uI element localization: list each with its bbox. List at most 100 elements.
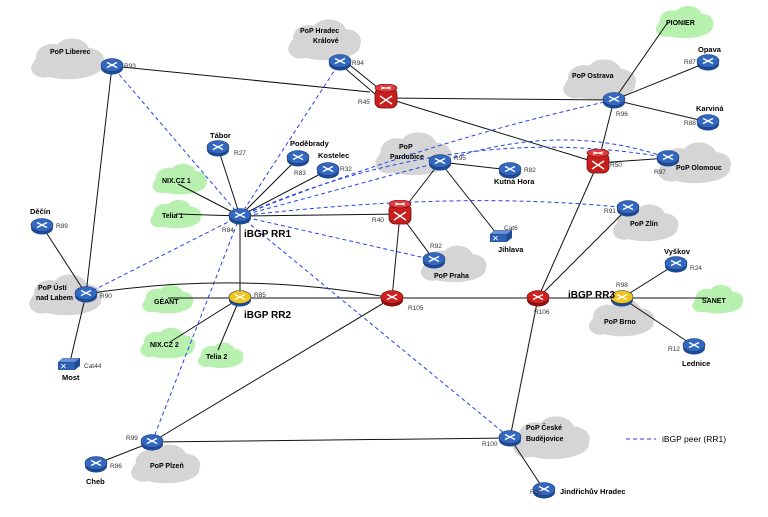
pop-zlin-label: PoP Zlín: [630, 221, 658, 228]
router-r85-rr2[interactable]: [228, 289, 252, 307]
pop-labels: PoP Liberec PoP Hradec Králové PoP Ostra…: [36, 28, 722, 470]
tabor-label: Tábor: [210, 131, 231, 140]
r90-id: R90: [100, 293, 112, 300]
rr1-label: iBGP RR1: [244, 229, 291, 240]
router-r86[interactable]: [84, 455, 108, 473]
ibgp-peer-links: [85, 61, 669, 443]
cat44-id: Cat44: [84, 363, 102, 370]
external-labels: PIONIER NIX.CZ 1 Telia 1 GÉANT NIX.CZ 2 …: [150, 20, 726, 361]
router-r92[interactable]: [422, 251, 446, 269]
cheb-label: Cheb: [86, 477, 105, 486]
r40-id: R40: [372, 217, 384, 224]
pop-liberec-label: PoP Liberec: [50, 49, 90, 56]
router-r12[interactable]: [682, 337, 706, 355]
decin-label: Děčín: [30, 207, 51, 216]
pop-usti-label-2: nad Labem: [36, 295, 73, 302]
nixcz2-label: NIX.CZ 2: [150, 342, 179, 349]
r100-id: R100: [482, 441, 498, 448]
router-r106[interactable]: [526, 289, 550, 307]
pop-hradec-label-2: Králové: [313, 38, 339, 45]
r105-id: R105: [408, 305, 424, 312]
router-r94[interactable]: [328, 53, 352, 71]
legend: iBGP peer (RR1): [626, 434, 726, 444]
pionier-label: PIONIER: [666, 20, 695, 27]
router-r90[interactable]: [74, 285, 98, 303]
pop-cb-label-1: PoP České: [526, 423, 562, 432]
pop-cb-label-2: Budějovice: [526, 436, 563, 443]
router-r99[interactable]: [140, 433, 164, 451]
karvina-label: Karviná: [696, 104, 724, 113]
opava-label: Opava: [698, 45, 722, 54]
r12-id: R12: [668, 346, 680, 353]
edge-routers: [30, 53, 720, 499]
r83-id: R83: [294, 170, 306, 177]
kutna-hora-label: Kutná Hora: [494, 177, 535, 186]
r27-id: R27: [234, 150, 246, 157]
podebrady-label: Poděbrady: [290, 139, 330, 148]
vyskov-label: Vyškov: [664, 247, 691, 256]
router-r24[interactable]: [664, 255, 688, 273]
router-r93[interactable]: [100, 57, 124, 75]
pop-hradec-label-1: PoP Hradec: [300, 28, 339, 35]
r86-id: R86: [110, 463, 122, 470]
r82-id: R82: [524, 167, 536, 174]
pop-pardubice-label-1: PoP: [399, 144, 413, 151]
geant-label: GÉANT: [154, 297, 179, 306]
r87-id: R87: [684, 59, 696, 66]
pop-praha-label: PoP Praha: [434, 273, 469, 280]
legend-text: iBGP peer (RR1): [662, 434, 726, 444]
jihlava-label: Jihlava: [498, 245, 524, 254]
kostelec-label: Kostelec: [318, 151, 349, 160]
physical-links: [41, 21, 709, 491]
router-r27[interactable]: [206, 139, 230, 157]
telia1-label: Telia 1: [162, 213, 183, 220]
most-label: Most: [62, 373, 80, 382]
lednice-label: Lednice: [682, 359, 710, 368]
r92-id: R92: [430, 243, 442, 250]
router-r32[interactable]: [316, 161, 340, 179]
r106-id: R106: [534, 309, 550, 316]
router-r83[interactable]: [286, 149, 310, 167]
r50-id: R50: [610, 162, 622, 169]
r45-id: R45: [358, 99, 370, 106]
router-r100[interactable]: [498, 429, 522, 447]
pop-pardubice-label-2: Pardubice: [390, 154, 424, 161]
r91-id: R91: [604, 208, 616, 215]
router-r88[interactable]: [696, 113, 720, 131]
r93-id: R93: [124, 63, 136, 70]
router-r105[interactable]: [380, 289, 404, 307]
r32-id: R32: [340, 166, 352, 173]
r89-id: R89: [56, 223, 68, 230]
pop-brno-label: PoP Brno: [604, 319, 636, 326]
core-router-r40[interactable]: [388, 200, 412, 225]
r88-id: R88: [684, 120, 696, 127]
r85-id: R85: [254, 292, 266, 299]
router-r87[interactable]: [696, 53, 720, 71]
router-r96[interactable]: [602, 91, 626, 109]
pop-olomouc-label: PoP Olomouc: [676, 165, 722, 172]
core-router-r50[interactable]: [586, 149, 610, 174]
sanet-label: SANET: [702, 298, 726, 305]
router-r91[interactable]: [616, 199, 640, 217]
pop-usti-label-1: PoP Ústí: [38, 283, 68, 292]
router-r84-rr1[interactable]: [228, 207, 252, 225]
r95-id: R95: [454, 155, 466, 162]
telia2-label: Telia 2: [206, 354, 227, 361]
core-router-r45[interactable]: [374, 84, 398, 109]
clouds: [29, 5, 744, 484]
jindrichuv-hradec-label: Jindřichův Hradec: [560, 487, 625, 496]
r98-id: R98: [616, 282, 628, 289]
router-id-labels: R93 R94 R45 R96 R87 R88 R27 R83 R32 R95 …: [56, 59, 702, 496]
r84-id: R84: [222, 227, 234, 234]
router-r89[interactable]: [30, 217, 54, 235]
pop-ostrava-label: PoP Ostrava: [572, 73, 614, 80]
pop-plzen-label: PoP Plzeň: [150, 463, 184, 470]
nixcz1-label: NIX.CZ 1: [162, 178, 191, 185]
r96-id: R96: [616, 111, 628, 118]
router-r95[interactable]: [428, 153, 452, 171]
switch-cat44[interactable]: [58, 358, 80, 370]
r26-id: R26: [530, 489, 542, 496]
rr3-label: iBGP RR3: [568, 290, 615, 301]
core-routers: [374, 84, 610, 307]
